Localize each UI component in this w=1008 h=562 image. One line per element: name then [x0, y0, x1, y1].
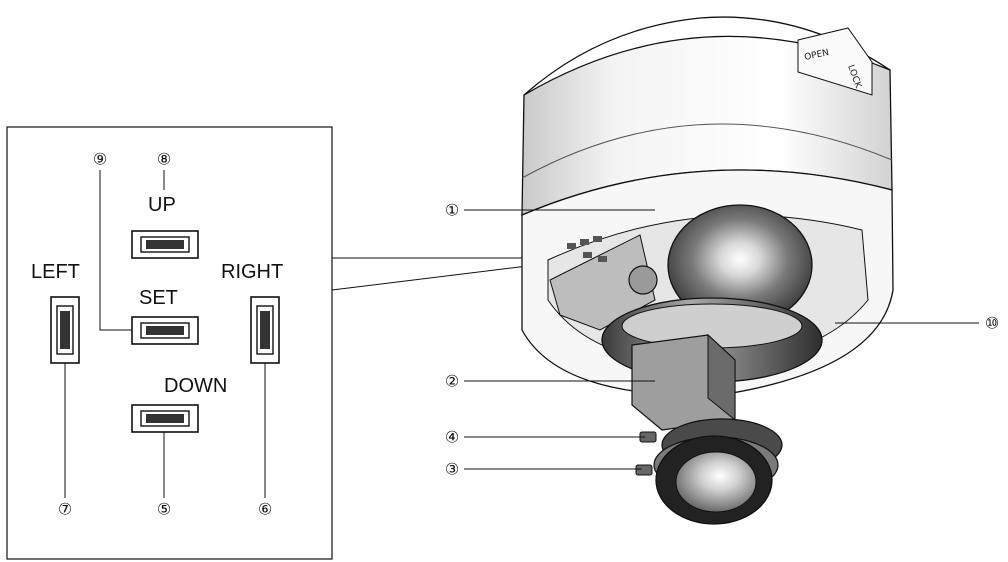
up-label: UP [148, 194, 176, 216]
callout-2: ② [445, 372, 459, 391]
callout-3: ③ [445, 460, 459, 479]
down-label: DOWN [164, 375, 227, 397]
left-label: LEFT [31, 261, 80, 283]
callout-7: ⑦ [58, 500, 72, 519]
bracket-screw [628, 265, 658, 295]
rim-button-bank [567, 236, 607, 262]
callout-4: ④ [445, 428, 459, 447]
dome-camera: OPEN LOCK ① ② ④ ③ ⑩ [445, 16, 999, 525]
down-button[interactable] [131, 404, 199, 433]
set-button[interactable] [131, 316, 199, 345]
callout-9: ⑨ [93, 150, 107, 169]
lens-adjust-knob-3 [635, 464, 653, 476]
open-lock-tab[interactable]: OPEN LOCK [797, 27, 873, 96]
callout-5: ⑤ [157, 500, 171, 519]
callout-8: ⑧ [157, 150, 171, 169]
control-panel: UP SET DOWN LEFT RIGHT [6, 126, 561, 560]
callout-6: ⑥ [258, 500, 272, 519]
callout-10: ⑩ [985, 314, 999, 333]
housing-seam [521, 123, 893, 179]
right-button[interactable] [250, 296, 280, 364]
set-label: SET [139, 287, 178, 309]
right-label: RIGHT [221, 261, 283, 283]
lens-glass [675, 451, 757, 513]
callout-1: ① [445, 201, 459, 220]
left-button[interactable] [50, 296, 80, 364]
up-button[interactable] [131, 230, 199, 259]
leader-9 [99, 170, 132, 331]
